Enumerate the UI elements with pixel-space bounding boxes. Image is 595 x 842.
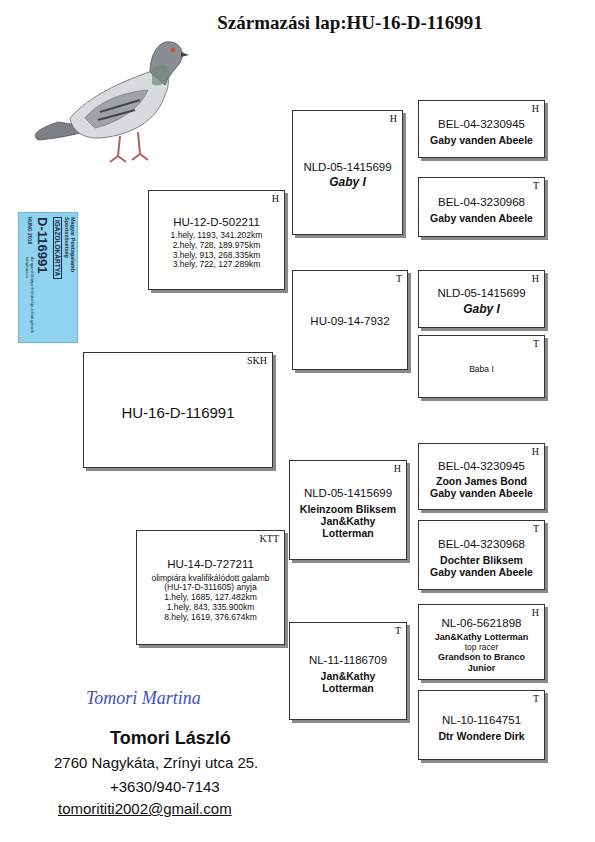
pedigree-box: SKH HU-16-D-116991 bbox=[83, 352, 273, 468]
pedigree-box: H NL-06-5621898Jan&Kathy Lottermantop rac… bbox=[418, 604, 545, 680]
pigeon-info: olimpiára kvalifikálódott galamb (HU-17-… bbox=[142, 574, 279, 594]
card-text: HUNG 2016 bbox=[26, 217, 32, 255]
ring-number: HU-09-14-7932 bbox=[310, 315, 389, 328]
pigeon-info: 1.hely, 1685, 127.482km bbox=[164, 593, 256, 603]
sex-tag: T bbox=[533, 693, 539, 705]
sex-tag: H bbox=[532, 446, 539, 458]
pigeon-illustration bbox=[35, 42, 189, 162]
page-title: Származási lap:HU-16-D-116991 bbox=[140, 12, 560, 34]
ring-number: NL-06-5621898 bbox=[442, 617, 522, 630]
ring-number: HU-16-D-116991 bbox=[121, 404, 234, 421]
pigeon-info: Gaby I bbox=[329, 176, 366, 190]
pedigree-box: HNLD-05-1415699Kleinzoom BliksemJan&Kath… bbox=[289, 460, 407, 560]
pigeon-info: Gaby vanden Abeele bbox=[430, 134, 533, 146]
owner-address: 2760 Nagykáta, Zrínyi utca 25. bbox=[54, 754, 258, 771]
ring-number: NL-10-1164751 bbox=[442, 714, 521, 727]
ring-number: BEL-04-3230945 bbox=[438, 118, 525, 131]
pigeon-info: Kleinzoom Bliksem bbox=[300, 503, 396, 515]
pigeon-info: 8.hely, 1619, 376.674km bbox=[164, 613, 256, 623]
pigeon-info: Gaby vanden Abeele bbox=[430, 212, 533, 224]
ring-number: BEL-04-3230968 bbox=[438, 196, 525, 209]
pedigree-box: T BEL-04-3230968Dochter BliksemGaby vande… bbox=[418, 520, 545, 590]
sex-tag: H bbox=[532, 607, 539, 619]
sex-tag: SKH bbox=[247, 355, 267, 367]
pigeon-info: Gaby I bbox=[463, 303, 500, 317]
sex-tag: H bbox=[390, 113, 397, 125]
pigeon-info: Jan&Kathy Lotterman bbox=[435, 632, 529, 642]
pigeon-info: Grandson to Branco Junior bbox=[424, 652, 539, 673]
pigeon-info: 1.hely, 1193, 341.202km bbox=[171, 231, 263, 241]
ring-number: NLD-05-1415699 bbox=[304, 487, 392, 500]
pigeon-info: Dochter Bliksem bbox=[440, 554, 523, 566]
pigeon-info: 3.hely, 913, 268.335km bbox=[173, 251, 261, 261]
signature: Tomori Martina bbox=[86, 688, 201, 709]
sex-tag: H bbox=[272, 193, 279, 205]
pigeon-info: Dtr Wondere Dirk bbox=[438, 730, 524, 742]
ring-number: HU-12-D-502211 bbox=[173, 216, 260, 229]
pigeon-info: Baba I bbox=[469, 365, 494, 375]
ring-number: HU-14-D-727211 bbox=[167, 558, 254, 571]
pedigree-box: T Baba I bbox=[418, 335, 545, 398]
owner-email: tomorititi2002@gmail.com bbox=[58, 800, 232, 817]
sex-tag: T bbox=[396, 273, 402, 285]
pigeon-info: 2.hely, 728, 189.975km bbox=[173, 241, 261, 251]
pedigree-box: H BEL-04-3230945Zoon James BondGaby vande… bbox=[418, 443, 545, 510]
pedigree-box: KTT HU-14-D-727211 olimpiára kvalifikálódo… bbox=[136, 530, 285, 645]
sex-tag: H bbox=[532, 273, 539, 285]
pedigree-box: T NL-10-1164751Dtr Wondere Dirk bbox=[418, 690, 545, 760]
pedigree-box: T NL-11-1186709Jan&Kathy Lotterman bbox=[289, 622, 407, 720]
pedigree-box: H NLD-05-1415699Gaby I bbox=[418, 270, 545, 328]
ring-number: BEL-04-3230968 bbox=[438, 538, 525, 551]
pigeon-info: 3.hely, 722, 127.289km bbox=[173, 260, 261, 270]
card-rotated-face: HUNG 2016D-116991 IGAZOLÓKÁRTYAMagyar Pos… bbox=[19, 213, 79, 344]
card-text: IGAZOLÓKÁRTYA bbox=[53, 217, 62, 279]
pigeon-info: Jan&Kathy Lotterman bbox=[295, 670, 401, 694]
ring-number: NL-11-1186709 bbox=[309, 654, 387, 667]
sex-tag: T bbox=[533, 338, 539, 350]
pigeon-info: Gaby vanden Abeele bbox=[430, 487, 533, 499]
sex-tag: T bbox=[533, 523, 539, 535]
sex-tag: H bbox=[532, 103, 539, 115]
pigeon-info: Gaby vanden Abeele bbox=[430, 566, 533, 578]
sex-tag: KTT bbox=[260, 533, 279, 545]
card-text: D-116991 bbox=[34, 217, 49, 307]
pedigree-box: H HU-12-D-502211 1.hely, 1193, 341.202km2.… bbox=[148, 190, 285, 290]
sex-tag: H bbox=[394, 463, 401, 475]
pedigree-box: H NLD-05-1415699Gaby I bbox=[292, 110, 403, 235]
card-text: Az igazolókártya felmutatója a fenti gal… bbox=[25, 257, 34, 337]
ring-number: NLD-05-1415699 bbox=[437, 287, 525, 300]
id-card: HUNG 2016D-116991 IGAZOLÓKÁRTYAMagyar Pos… bbox=[18, 212, 78, 343]
pedigree-box: T HU-09-14-7932 bbox=[292, 270, 408, 370]
card-text: Magyar Postagalamb Sportszövetség bbox=[63, 217, 76, 305]
pedigree-box: H BEL-04-3230945Gaby vanden Abeele bbox=[418, 100, 545, 158]
ring-number: NLD-05-1415699 bbox=[303, 161, 391, 174]
owner-phone: +3630/940-7143 bbox=[110, 778, 220, 795]
pigeon-info: Zoon James Bond bbox=[436, 475, 527, 487]
sex-tag: T bbox=[533, 180, 539, 192]
sex-tag: T bbox=[395, 625, 401, 637]
pedigree-box: T BEL-04-3230968Gaby vanden Abeele bbox=[418, 177, 545, 237]
pigeon-info: 1.hely, 843, 335.900km bbox=[167, 603, 255, 613]
pigeon-info: top racer bbox=[465, 643, 499, 653]
ring-number: BEL-04-3230945 bbox=[438, 460, 525, 473]
pigeon-info: Jan&Kathy Lotterman bbox=[295, 515, 401, 539]
owner-name: Tomori László bbox=[110, 728, 231, 749]
